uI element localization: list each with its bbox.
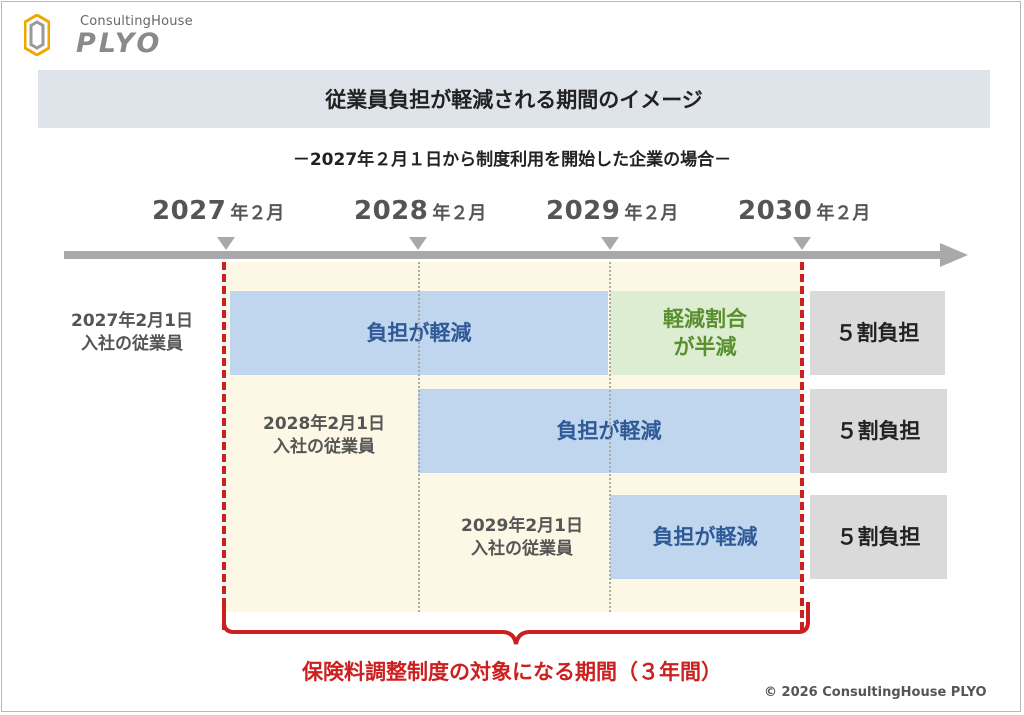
hexagon-logo-icon [24, 14, 50, 56]
after-bar-row1: ５割負担 [810, 291, 945, 375]
tick-marker-2028 [409, 237, 427, 250]
logo-subtitle: ConsultingHouse [80, 14, 193, 29]
year-month: 年２月 [230, 203, 285, 224]
after-bar-row3: ５割負担 [810, 495, 947, 579]
employee-date: 2027年2月1日 [71, 311, 193, 331]
employee-label-row2: 2028年2月1日 入社の従業員 [244, 413, 404, 459]
year-month: 年２月 [624, 203, 679, 224]
timeline-arrow-icon [940, 243, 968, 267]
timeline-axis [64, 251, 944, 259]
reduced-bar-row3: 負担が軽減 [610, 495, 800, 579]
year-number: 2027 [152, 196, 227, 226]
employee-desc: 入社の従業員 [471, 538, 573, 559]
employee-date: 2029年2月1日 [461, 516, 583, 536]
employee-desc: 入社の従業員 [273, 436, 375, 457]
year-number: 2030 [738, 196, 813, 226]
after-label: ５割負担 [836, 418, 921, 443]
year-guide-2029 [609, 262, 611, 612]
after-bar-row2: ５割負担 [810, 389, 947, 473]
reduced-label: 負担が軽減 [652, 524, 758, 549]
tick-marker-2030 [793, 237, 811, 250]
employee-label-row3: 2029年2月1日 入社の従業員 [442, 515, 602, 561]
employee-date: 2028年2月1日 [263, 414, 385, 434]
period-label: 保険料調整制度の対象になる期間（３年間） [302, 660, 722, 684]
page-subtitle: －2027年２月１日から制度利用を開始した企業の場合－ [292, 150, 732, 170]
half-label-line2: が半減 [673, 335, 737, 359]
half-label-line1: 軽減割合 [663, 306, 747, 331]
half-reduced-bar-row1: 軽減割合 が半減 [610, 291, 800, 375]
year-guide-2028 [418, 262, 420, 612]
year-number: 2028 [354, 196, 429, 226]
period-brace-icon [222, 602, 810, 645]
after-label: ５割負担 [835, 320, 920, 345]
logo-name: PLYO [76, 28, 163, 59]
tick-marker-2029 [601, 237, 619, 250]
period-start-line [222, 262, 226, 630]
year-month: 年２月 [816, 203, 871, 224]
period-end-line [800, 262, 804, 630]
year-month: 年２月 [432, 203, 487, 224]
after-label: ５割負担 [836, 524, 921, 549]
employee-label-row1: 2027年2月1日 入社の従業員 [52, 310, 212, 356]
year-number: 2029 [546, 196, 621, 226]
copyright-text: © 2026 ConsultingHouse PLYO [764, 685, 987, 700]
employee-desc: 入社の従業員 [81, 333, 183, 354]
page-title: 従業員負担が軽減される期間のイメージ [38, 70, 990, 128]
tick-marker-2027 [217, 237, 235, 250]
